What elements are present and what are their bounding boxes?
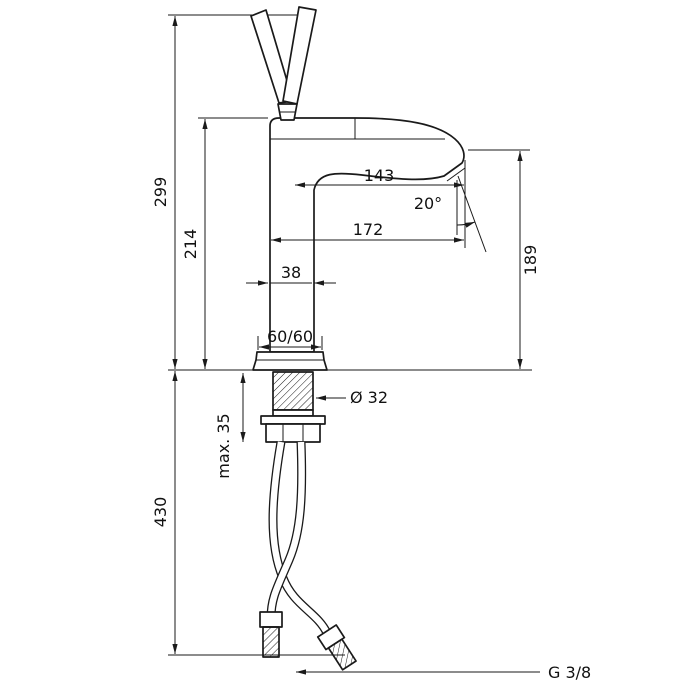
label-mounting-hole: Ø 32 — [350, 388, 388, 407]
stream-angle-construction — [456, 175, 487, 253]
shank-collar — [272, 409, 314, 417]
label-body-width: 38 — [281, 263, 301, 282]
below-counter-assembly — [259, 371, 357, 671]
label-reach-total: 172 — [353, 220, 384, 239]
label-connection-thread: G 3/8 — [548, 663, 591, 682]
dimension-labels: 299 214 430 189 max. 35 143 172 20° 38 6… — [151, 166, 591, 682]
fitting-thread — [262, 626, 280, 658]
fitting-thread — [327, 638, 357, 671]
base-plate — [252, 351, 328, 371]
label-max-deck-thickness: max. 35 — [214, 413, 233, 478]
dimension-lines — [172, 15, 540, 675]
label-height-to-spout: 214 — [181, 229, 200, 260]
label-spout-reach: 143 — [364, 166, 395, 185]
threaded-shank — [272, 371, 314, 411]
supply-hose-left-run-inner — [267, 441, 305, 619]
angle-arc — [456, 221, 476, 228]
faucet-outline — [250, 6, 466, 371]
faucet-body-and-spout — [269, 117, 465, 353]
hose-fitting-left — [259, 611, 283, 658]
mounting-nut — [265, 423, 321, 443]
label-hose-length: 430 — [151, 497, 170, 528]
fitting-nut — [259, 611, 283, 628]
label-base-size: 60/60 — [267, 327, 313, 346]
label-overall-height: 299 — [151, 177, 170, 208]
mounting-washer — [260, 415, 326, 425]
reference-lines — [168, 14, 532, 656]
faucet-handle — [250, 6, 317, 121]
handle-lever-right — [282, 6, 317, 105]
hose-fitting-right — [316, 624, 357, 671]
aerator-lip — [446, 167, 466, 182]
label-stream-angle: 20° — [414, 194, 442, 213]
angle-stream-line — [457, 175, 487, 253]
label-outlet-height: 189 — [521, 245, 540, 276]
